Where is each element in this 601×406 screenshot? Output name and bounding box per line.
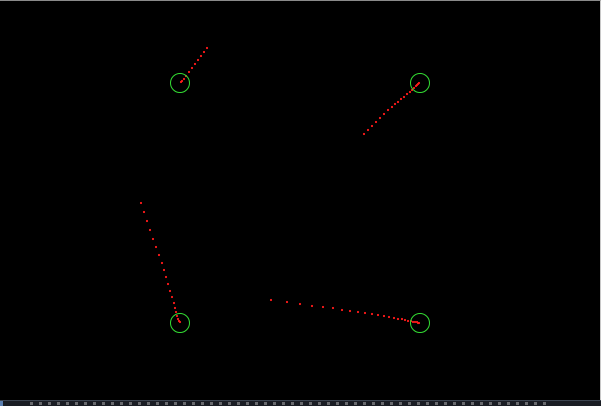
trail-dot	[417, 321, 421, 325]
trail-dot	[285, 300, 289, 304]
trail-dot	[199, 54, 203, 58]
trail-dot	[187, 70, 191, 74]
trail-dot	[402, 95, 406, 99]
status-strip-edge	[0, 401, 3, 406]
trail-dot	[340, 308, 344, 312]
trail-dot	[154, 245, 158, 249]
trail-dot	[139, 201, 143, 205]
trail-dot	[396, 100, 400, 104]
trail-dot	[269, 298, 273, 302]
trail-dot	[162, 268, 166, 272]
trail-dot	[396, 317, 400, 321]
trail-dot	[374, 120, 378, 124]
trail-dot	[164, 275, 168, 279]
trail-dot	[390, 105, 394, 109]
target-group-bottom-left	[139, 201, 190, 333]
trail-dot	[366, 128, 370, 132]
trail-dot	[182, 77, 186, 81]
trail-dot	[190, 66, 194, 70]
trail-dot	[362, 132, 366, 136]
trail-dot	[417, 81, 421, 85]
trail-dot	[298, 302, 302, 306]
trail-dot	[412, 86, 416, 90]
trail-dot	[376, 313, 380, 317]
trail-dot	[403, 318, 407, 322]
trail-dot	[321, 305, 325, 309]
trail-dot	[176, 317, 180, 321]
trail-dot	[363, 311, 367, 315]
trail-dot	[393, 102, 397, 106]
trail-dot	[170, 295, 174, 299]
trail-dot	[179, 80, 183, 84]
trail-dot	[411, 320, 415, 324]
trail-dot	[178, 320, 182, 324]
trail-dot	[148, 228, 152, 232]
trail-dot	[382, 314, 386, 318]
trail-dot	[151, 237, 155, 241]
trail-dot	[399, 97, 403, 101]
target-group-top-left	[170, 46, 209, 93]
target-group-bottom-right	[269, 298, 430, 333]
status-strip-cropped-text	[30, 402, 550, 405]
trail-dot	[331, 306, 335, 310]
target-circle[interactable]	[410, 313, 430, 333]
trail-dot	[160, 261, 164, 265]
trail-dot	[166, 282, 170, 286]
trail-dot	[387, 315, 391, 319]
trail-dot	[172, 301, 176, 305]
trail-dot	[405, 92, 409, 96]
trail-dot	[168, 289, 172, 293]
target-circle[interactable]	[170, 73, 190, 93]
bottom-status-strip	[0, 400, 601, 406]
trail-dot	[196, 58, 200, 62]
trail-dot	[378, 116, 382, 120]
trail-dot	[157, 253, 161, 257]
trail-dot	[348, 309, 352, 313]
trail-dot	[174, 310, 178, 314]
trail-dot	[356, 310, 360, 314]
trail-dot	[386, 108, 390, 112]
trail-dot	[408, 90, 412, 94]
trail-dot	[406, 319, 410, 323]
target-circle[interactable]	[410, 73, 430, 93]
trail-dot	[142, 210, 146, 214]
trail-dot	[392, 316, 396, 320]
trail-dot	[145, 219, 149, 223]
trail-dot	[370, 124, 374, 128]
trail-dot	[382, 112, 386, 116]
trail-dot	[173, 306, 177, 310]
trail-dot	[413, 320, 417, 324]
target-circle[interactable]	[170, 313, 190, 333]
trail-dot	[370, 312, 374, 316]
trail-dot	[205, 46, 209, 50]
trail-dot	[202, 50, 206, 54]
trail-dot	[400, 317, 404, 321]
trail-dot	[175, 314, 179, 318]
target-group-top-right	[362, 73, 430, 136]
trail-dot	[193, 62, 197, 66]
trail-dot	[310, 304, 314, 308]
